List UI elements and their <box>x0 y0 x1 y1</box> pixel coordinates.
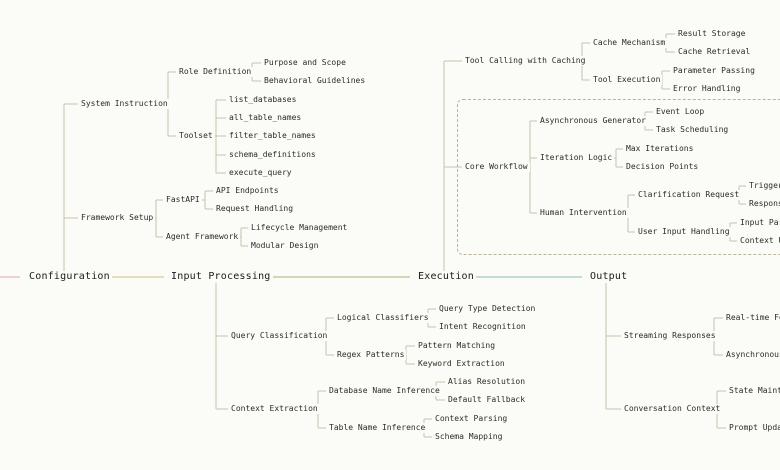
leaf-event-loop: Event Loop <box>654 107 707 117</box>
leaf-real-time-fee: Real-time Fee <box>724 313 780 323</box>
leaf-schema-definitions: schema_definitions <box>227 150 318 160</box>
leaf-parameter-passing: Parameter Passing <box>671 66 757 76</box>
node-user-input-handling: User Input Handling <box>636 227 732 237</box>
node-human-intervention: Human Intervention <box>538 208 629 218</box>
leaf-input-par: Input Par <box>738 218 780 228</box>
leaf-prompt-updat: Prompt Updat <box>727 423 780 433</box>
stage-execution: Execution <box>416 271 476 283</box>
leaf-cache-retrieval: Cache Retrieval <box>676 47 753 57</box>
leaf-alias-resolution: Alias Resolution <box>446 377 528 387</box>
node-cache-mechanism: Cache Mechanism <box>591 38 668 48</box>
leaf-behavioral-guidelines: Behavioral Guidelines <box>262 76 368 86</box>
node-tool-execution: Tool Execution <box>591 75 663 85</box>
leaf-task-scheduling: Task Scheduling <box>654 125 731 135</box>
node-asynchronous-generator: Asynchronous Generator <box>538 116 648 126</box>
node-toolset: Toolset <box>177 131 215 141</box>
leaf-list-databases: list_databases <box>227 95 299 105</box>
leaf-intent-recognition: Intent Recognition <box>437 322 528 332</box>
leaf-query-type-detection: Query Type Detection <box>437 304 538 314</box>
node-core-workflow: Core Workflow <box>463 162 530 172</box>
node-role-definition: Role Definition <box>177 67 254 77</box>
leaf-execute-query: execute_query <box>227 168 294 178</box>
node-agent-framework: Agent Framework <box>164 232 241 242</box>
node-fastapi: FastAPI <box>164 195 202 205</box>
node-framework-setup: Framework Setup <box>79 213 156 223</box>
stage-output: Output <box>588 271 630 283</box>
node-conversation-context: Conversation Context <box>622 404 723 414</box>
leaf-modular-design: Modular Design <box>249 241 321 251</box>
node-logical-classifiers: Logical Classifiers <box>335 313 431 323</box>
leaf-state-mainte: State Mainte <box>727 386 780 396</box>
leaf-schema-mapping: Schema Mapping <box>433 432 505 442</box>
leaf-api-endpoints: API Endpoints <box>214 186 281 196</box>
leaf-pattern-matching: Pattern Matching <box>416 341 498 351</box>
leaf-respons: Respons <box>747 199 780 209</box>
node-table-name-inference: Table Name Inference <box>327 423 428 433</box>
node-query-classification: Query Classification <box>229 331 330 341</box>
node-system-instruction: System Instruction <box>79 99 170 109</box>
node-clarification-request: Clarification Request <box>636 190 742 200</box>
leaf-purpose-and-scope: Purpose and Scope <box>262 58 348 68</box>
leaf-decision-points: Decision Points <box>624 162 701 172</box>
leaf-lifecycle-management: Lifecycle Management <box>249 223 350 233</box>
node-database-name-inference: Database Name Inference <box>327 386 442 396</box>
stage-input-processing: Input Processing <box>169 271 273 283</box>
leaf-all-table-names: all_table_names <box>227 113 304 123</box>
node-streaming-responses: Streaming Responses <box>622 331 718 341</box>
leaf-result-storage: Result Storage <box>676 29 748 39</box>
stage-configuration: Configuration <box>27 271 112 283</box>
core-workflow-group-box <box>457 99 780 255</box>
leaf-trigger: Trigger <box>747 181 780 191</box>
leaf-asynchronous: Asynchronous <box>724 350 780 360</box>
leaf-request-handling: Request Handling <box>214 204 296 214</box>
leaf-context-parsing: Context Parsing <box>433 414 510 424</box>
leaf-error-handling: Error Handling <box>671 84 743 94</box>
leaf-default-fallback: Default Fallback <box>446 395 528 405</box>
node-iteration-logic: Iteration Logic <box>538 153 615 163</box>
leaf-context-up: Context Up <box>738 236 780 246</box>
leaf-filter-table-names: filter_table_names <box>227 131 318 141</box>
node-tool-calling-with-caching: Tool Calling with Caching <box>463 56 588 66</box>
node-context-extraction: Context Extraction <box>229 404 320 414</box>
node-regex-patterns: Regex Patterns <box>335 350 407 360</box>
leaf-keyword-extraction: Keyword Extraction <box>416 359 507 369</box>
leaf-max-iterations: Max Iterations <box>624 144 696 154</box>
